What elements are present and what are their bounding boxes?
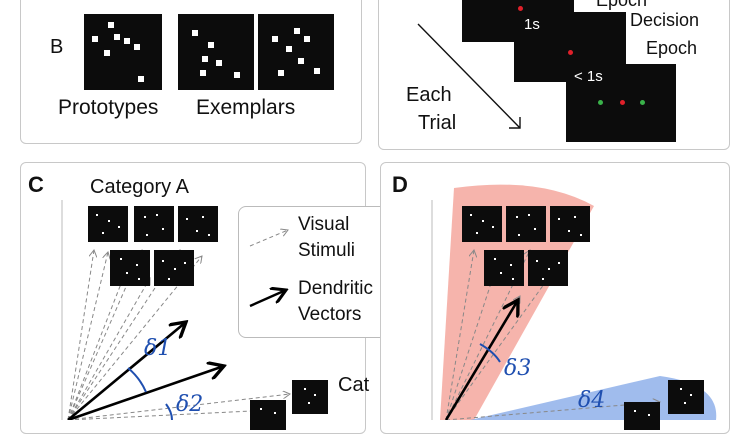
category-a-stimulus (506, 206, 546, 242)
category-b-stimulus (668, 380, 704, 414)
timeline-arrow (417, 23, 521, 129)
fixation-dot (620, 100, 625, 105)
legend-dendritic-line2: Vectors (298, 304, 362, 325)
time-lt1s-label: < 1s (574, 68, 603, 85)
prototype-stimulus (84, 14, 162, 90)
legend-dendritic-line1: Dendritic (298, 278, 373, 299)
time-1s-label: 1s (524, 16, 540, 33)
category-b-label-partial: Cat (338, 374, 370, 396)
exemplar-stimulus (258, 14, 334, 90)
trial-label: Trial (418, 112, 457, 134)
legend-arrows (249, 0, 744, 308)
fixation-dot (568, 50, 573, 55)
category-a-stimulus (110, 250, 150, 286)
category-a-stimulus (484, 250, 524, 286)
epoch-label-top: Epoch (596, 0, 648, 10)
category-b-stimulus (292, 380, 328, 414)
exemplar-stimulus (178, 14, 254, 90)
panel-b-letter: B (50, 36, 64, 58)
legend-box (238, 206, 398, 338)
legend-visual-line1: Visual (298, 214, 350, 235)
category-a-stimulus (462, 206, 502, 242)
category-b-stimulus (624, 402, 660, 430)
category-a-stimulus (88, 206, 128, 242)
exemplars-label: Exemplars (196, 96, 296, 119)
prototypes-label: Prototypes (58, 96, 159, 119)
panel-d-letter: D (392, 172, 408, 197)
category-a-stimulus (550, 206, 590, 242)
delta1-label: δ1 (144, 336, 172, 361)
category-a-stimulus (154, 250, 194, 286)
decision-label-line2: Epoch (646, 38, 698, 58)
delta2-label: δ2 (176, 392, 204, 417)
each-label: Each (406, 84, 452, 106)
fixation-dot (518, 6, 523, 11)
panel-d-vectors (431, 184, 717, 420)
category-a-stimulus (528, 250, 568, 286)
category-a-stimulus (178, 206, 218, 242)
panel-c-letter: C (28, 172, 44, 197)
choice-target-dot (598, 100, 603, 105)
delta3-label: δ3 (504, 356, 532, 381)
choice-target-dot (640, 100, 645, 105)
decision-label-line1: Decision (630, 10, 700, 30)
category-a-label: Category A (90, 176, 189, 198)
legend-visual-line2: Stimuli (298, 240, 356, 261)
delta4-label: δ4 (578, 388, 606, 413)
choice-screen: < 1s (566, 64, 676, 142)
category-a-stimulus (134, 206, 174, 242)
